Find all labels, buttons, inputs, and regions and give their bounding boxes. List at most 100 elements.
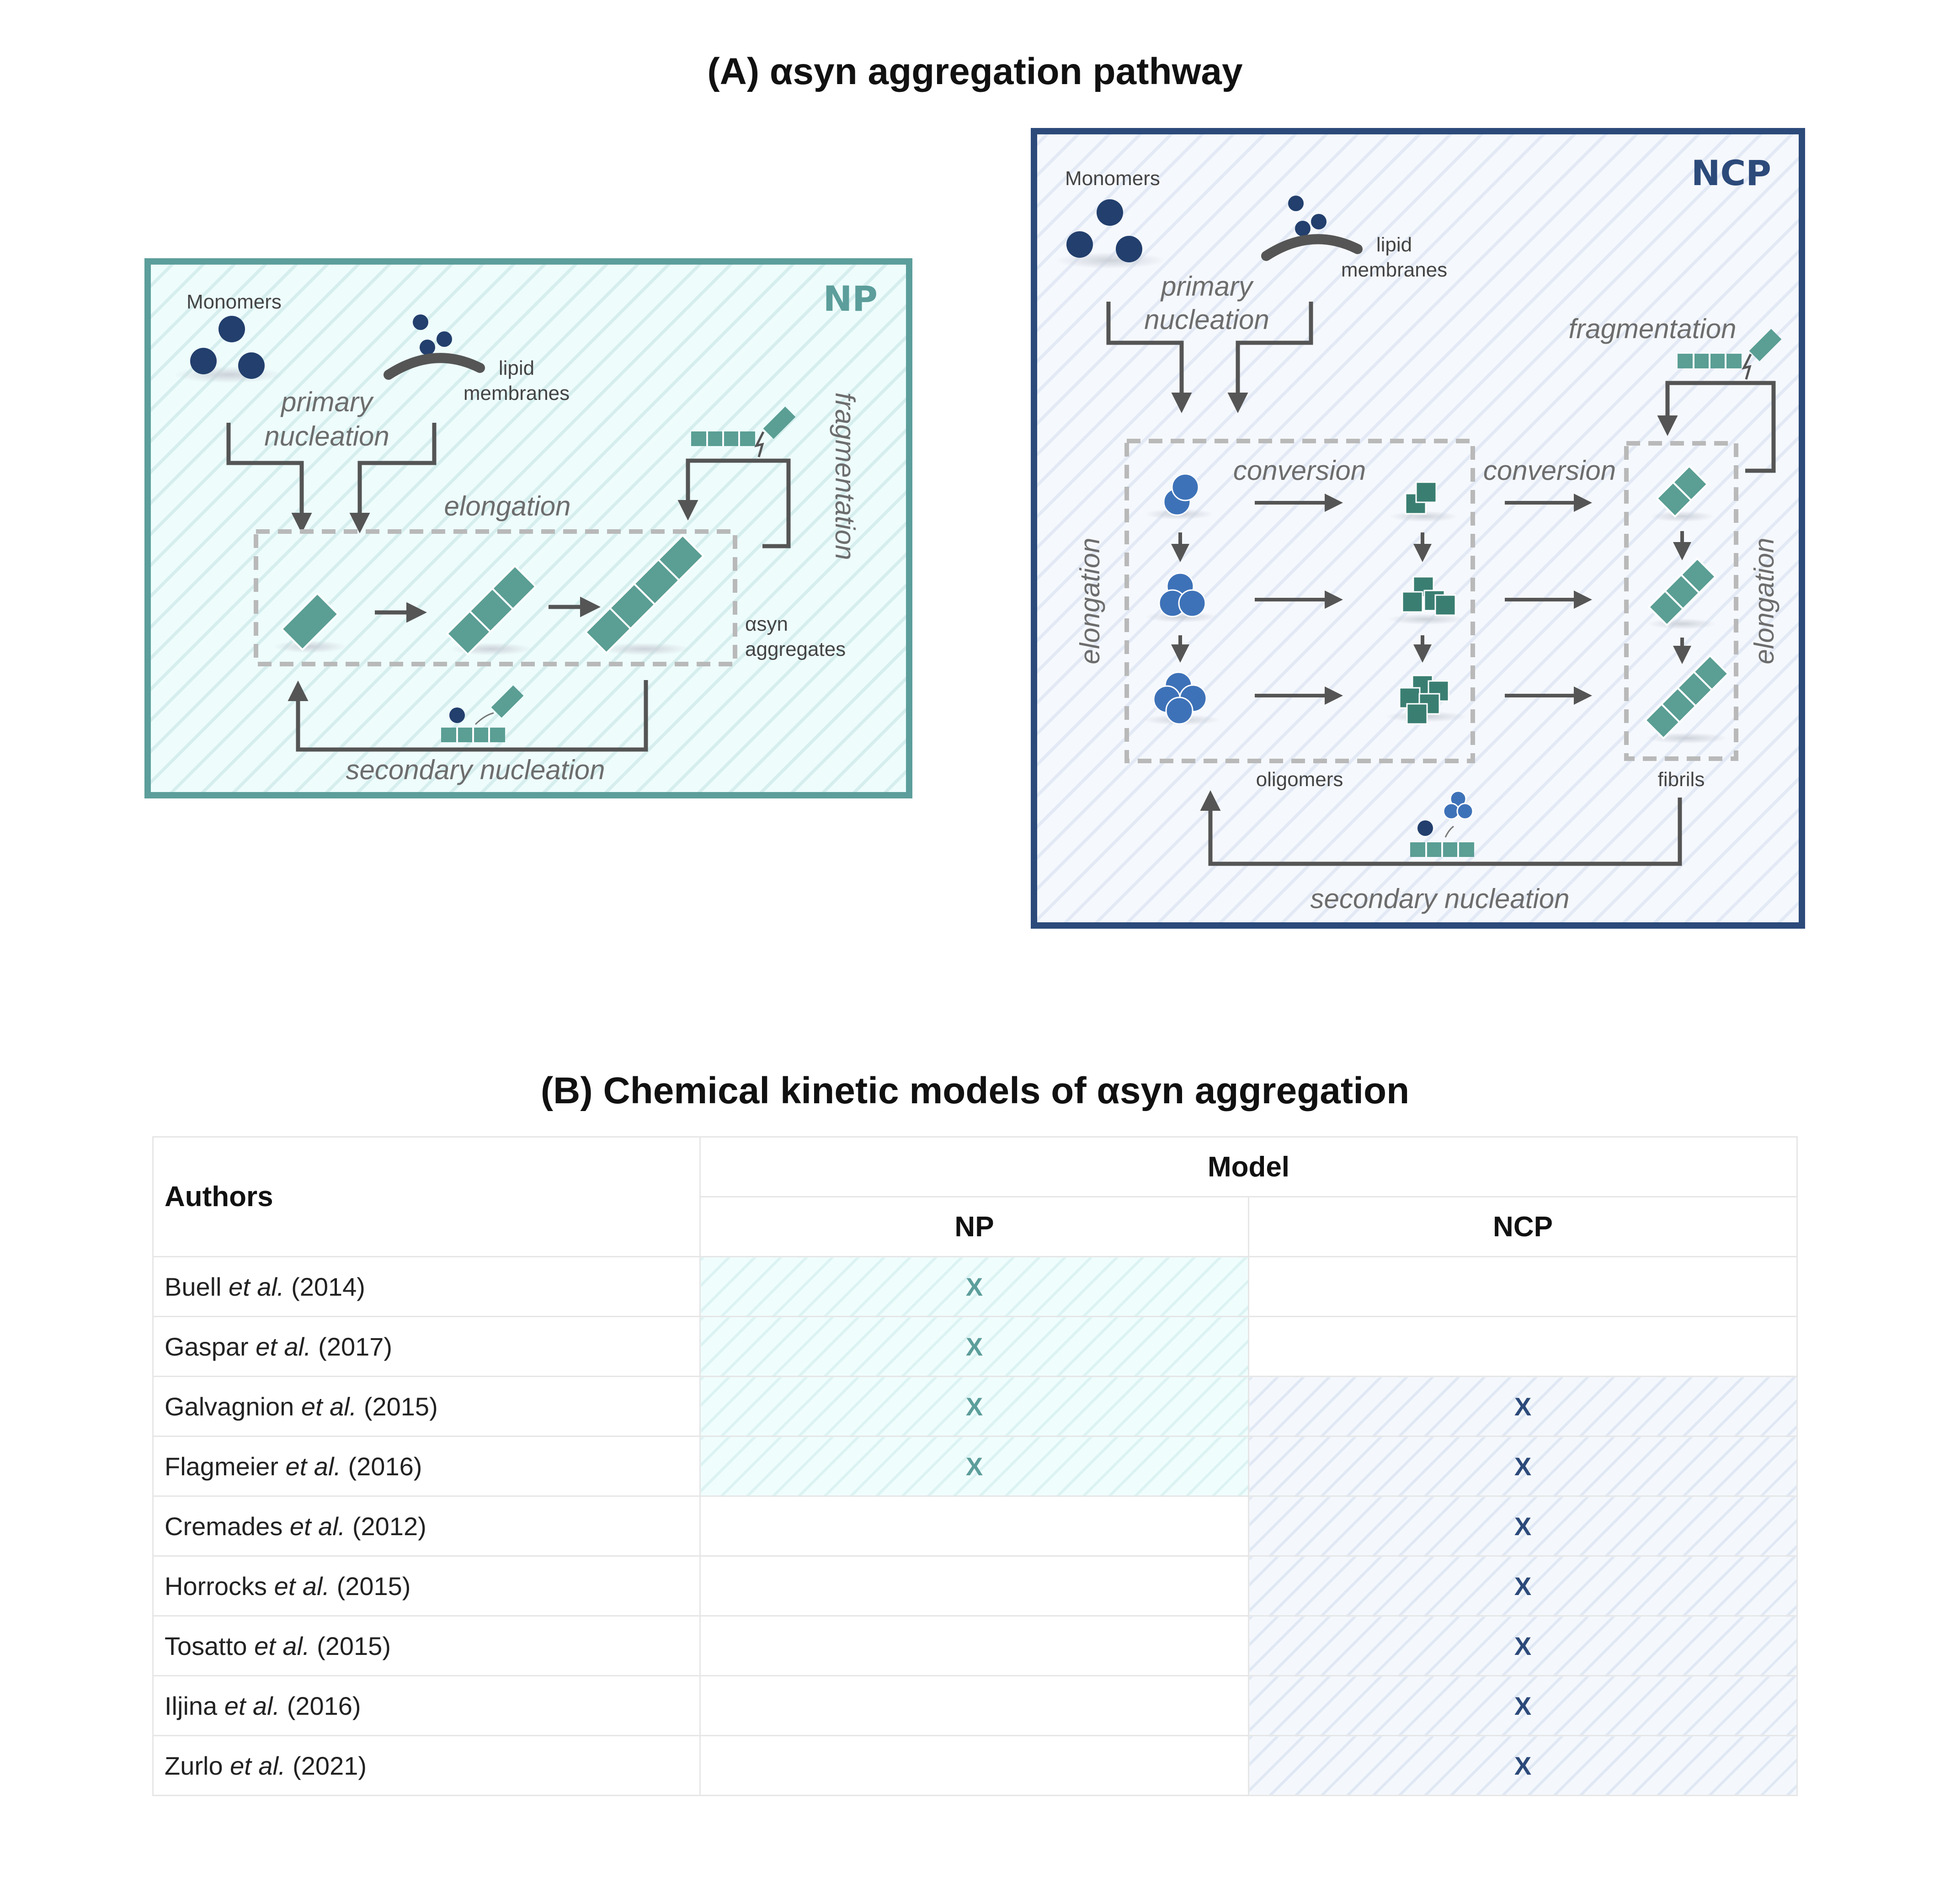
ncp-fragmentation-label: fragmentation [1569, 314, 1737, 344]
np-model-cell: X [699, 1436, 1249, 1497]
authors-header: Authors [152, 1136, 701, 1257]
kinetic-models-table: Authors Model NP NCP Buell et al. (2014)… [152, 1136, 1798, 1796]
author-cell: Buell et al. (2014) [152, 1256, 701, 1317]
table-row: Buell et al. (2014) X [152, 1256, 1798, 1317]
np-aggregate-medium [446, 564, 537, 656]
ncp-mark: X [1514, 1511, 1532, 1541]
ncp-secondary-arrow [1200, 790, 1682, 866]
table-row: Tosatto et al. (2015) X [152, 1615, 1798, 1676]
author-year: (2015) [363, 1392, 438, 1421]
np-model-cell: X [699, 1256, 1249, 1317]
author-name: Buell [165, 1272, 222, 1301]
ncp-monomers-label: Monomers [1065, 167, 1160, 190]
panel-a-title: (A) αsyn aggregation pathway [707, 51, 1243, 92]
author-etal: et al. [230, 1751, 286, 1780]
ncp-oligomer-round-large [1143, 671, 1220, 725]
author-name: Iljina [165, 1691, 218, 1720]
table-row: Gaspar et al. (2017)X [152, 1316, 1798, 1377]
ncp-oligomer-square-large [1385, 675, 1467, 725]
np-model-cell [699, 1615, 1249, 1676]
ncp-elongation-left-label: elongation [1075, 538, 1105, 665]
author-etal: et al. [254, 1631, 310, 1660]
author-etal: et al. [289, 1511, 346, 1541]
np-mark: X [965, 1392, 983, 1421]
author-name: Cremades [165, 1511, 283, 1541]
np-fragmentation-arrow [677, 458, 789, 521]
author-year: (2021) [293, 1751, 367, 1780]
np-mark: X [965, 1272, 983, 1301]
ncp-header: NCP [1248, 1196, 1798, 1257]
author-year: (2015) [317, 1631, 391, 1660]
np-primary-arrow-left [226, 423, 312, 533]
author-cell: Galvagnion et al. (2015) [152, 1376, 701, 1437]
ncp-fibrils-box [1624, 441, 1738, 761]
ncp-elongation-right-label: elongation [1749, 538, 1780, 665]
ncp-secondary-nucleation-icon [1410, 790, 1474, 857]
np-fragmentation-icon [691, 406, 796, 457]
ncp-model-cell: X [1248, 1735, 1798, 1796]
pathway-diagram: NP Monomers lipid membranes primary nucl… [144, 128, 1805, 929]
np-mark: X [965, 1332, 983, 1361]
np-model-cell [699, 1555, 1249, 1617]
ncp-model-cell: X [1248, 1615, 1798, 1676]
ncp-lipid-membrane-icon [1261, 196, 1363, 261]
ncp-oligomer-round-medium [1145, 572, 1218, 622]
author-year: (2014) [291, 1272, 365, 1301]
author-cell: Cremades et al. (2012) [152, 1495, 701, 1557]
ncp-conversion-label-2: conversion [1483, 455, 1616, 486]
model-header: Model [699, 1136, 1798, 1197]
np-model-cell [699, 1735, 1249, 1796]
author-cell: Zurlo et al. (2021) [152, 1735, 701, 1796]
ncp-fibril-small [1650, 465, 1714, 522]
ncp-model-cell: X [1248, 1376, 1798, 1437]
author-etal: et al. [301, 1392, 357, 1421]
ncp-oligomers-label: oligomers [1256, 768, 1343, 791]
author-etal: et al. [285, 1452, 341, 1481]
np-fragmentation-label: fragmentation [830, 393, 860, 560]
np-secondary-label: secondary nucleation [346, 755, 605, 785]
ncp-fragmentation-arrow [1657, 381, 1776, 473]
author-etal: et al. [224, 1691, 280, 1720]
author-cell: Tosatto et al. (2015) [152, 1615, 701, 1676]
ncp-fibril-medium [1647, 557, 1717, 629]
np-monomers-icon [174, 316, 283, 383]
np-aggregates-label-1: αsyn [745, 613, 788, 635]
ncp-lipid-label-1: lipid [1376, 234, 1412, 256]
ncp-panel: NCP Monomers lipid membranes primary nuc… [1031, 128, 1805, 929]
author-name: Zurlo [165, 1751, 223, 1780]
ncp-model-cell: X [1248, 1555, 1798, 1617]
table-row: Galvagnion et al. (2015) X X [152, 1376, 1798, 1437]
author-cell: Horrocks et al. (2015) [152, 1555, 701, 1617]
table-row: Zurlo et al. (2021) X [152, 1735, 1798, 1796]
np-lipid-membrane-icon [384, 314, 485, 380]
np-elongation-label: elongation [444, 491, 571, 521]
ncp-fibril-large [1644, 654, 1730, 744]
ncp-oligomer-square-small [1390, 481, 1458, 522]
np-model-cell: X [699, 1376, 1249, 1437]
np-header: NP [699, 1196, 1249, 1257]
np-primary-arrow-right [349, 423, 437, 533]
ncp-oligomer-square-medium [1387, 576, 1465, 625]
table-row: Horrocks et al. (2015) X [152, 1555, 1798, 1617]
table-row: Cremades et al. (2012) X [152, 1495, 1798, 1557]
np-model-cell [699, 1675, 1249, 1736]
author-cell: Flagmeier et al. (2016) [152, 1436, 701, 1497]
ncp-fragmentation-icon [1678, 329, 1782, 380]
author-cell: Iljina et al. (2016) [152, 1675, 701, 1736]
author-year: (2017) [318, 1332, 393, 1361]
np-panel-frame [144, 258, 912, 798]
ncp-lipid-label-2: membranes [1341, 259, 1447, 281]
ncp-mark: X [1514, 1691, 1532, 1720]
ncp-model-cell: X [1248, 1436, 1798, 1497]
np-label: NP [823, 278, 878, 319]
ncp-model-cell: X [1248, 1495, 1798, 1557]
np-primary-label-2: nucleation [264, 421, 389, 452]
ncp-primary-arrow-left [1106, 302, 1192, 413]
ncp-fibrils-label: fibrils [1658, 768, 1705, 791]
ncp-oligomer-round-small [1145, 473, 1214, 520]
author-name: Tosatto [165, 1631, 247, 1660]
ncp-label: NCP [1691, 153, 1771, 193]
ncp-model-cell [1248, 1256, 1798, 1317]
ncp-primary-label-2: nucleation [1144, 304, 1269, 335]
ncp-primary-arrow-right [1227, 302, 1313, 413]
